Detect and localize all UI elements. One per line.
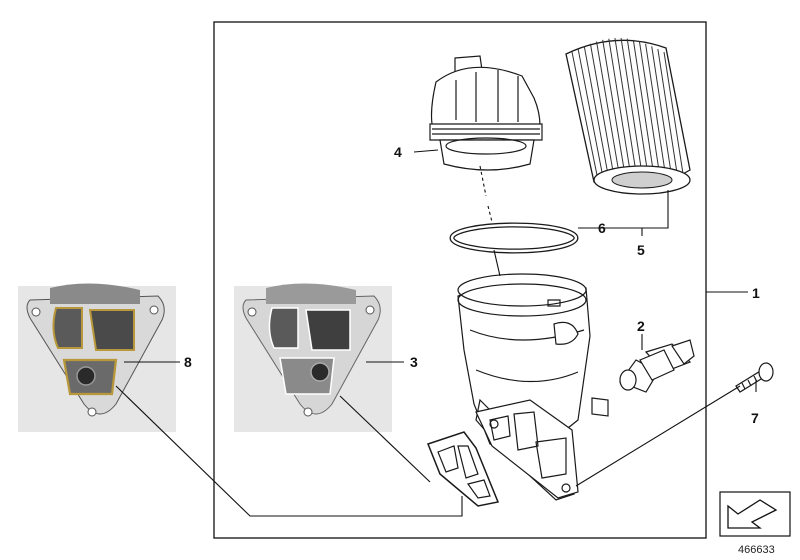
filter-pleat [602, 39, 628, 186]
photo-inset-8 [18, 283, 176, 432]
filter-pleat [614, 37, 639, 187]
callout-8: 8 [184, 354, 192, 370]
leader-lines [115, 149, 757, 517]
filter-pleat [663, 51, 685, 181]
oil-filter-housing [457, 273, 609, 501]
filter-pleat [638, 41, 662, 185]
filter-pleat [596, 41, 622, 185]
filter-pleat [583, 46, 610, 183]
filter-pleat [620, 38, 645, 187]
callout-1: 1 [752, 285, 760, 301]
filter-pleat [632, 39, 656, 186]
filter-pleat [589, 43, 616, 184]
filter-pleat [645, 43, 668, 184]
callout-4: 4 [394, 144, 402, 160]
document-number: 466633 [738, 544, 775, 556]
filter-pleat [571, 51, 599, 181]
bolt [735, 362, 774, 393]
filter-pleat [657, 49, 679, 182]
oil-pressure-sensor [619, 339, 695, 393]
callout-5: 5 [637, 242, 645, 258]
callout-3: 3 [410, 354, 418, 370]
filter-pleat [577, 48, 605, 182]
filter-pleat [651, 46, 674, 183]
gasket [427, 431, 500, 507]
callout-2: 2 [637, 318, 645, 334]
photo-inset-3 [234, 283, 392, 432]
parts-navigation-arrow-icon[interactable] [719, 491, 791, 537]
oil-filter-element [565, 37, 691, 195]
filter-pleat [626, 38, 651, 186]
callout-7: 7 [751, 410, 759, 426]
filter-pleat [608, 38, 633, 186]
callout-6: 6 [598, 220, 606, 236]
assembly-frame [213, 21, 707, 539]
oil-filter-cap [429, 55, 543, 171]
